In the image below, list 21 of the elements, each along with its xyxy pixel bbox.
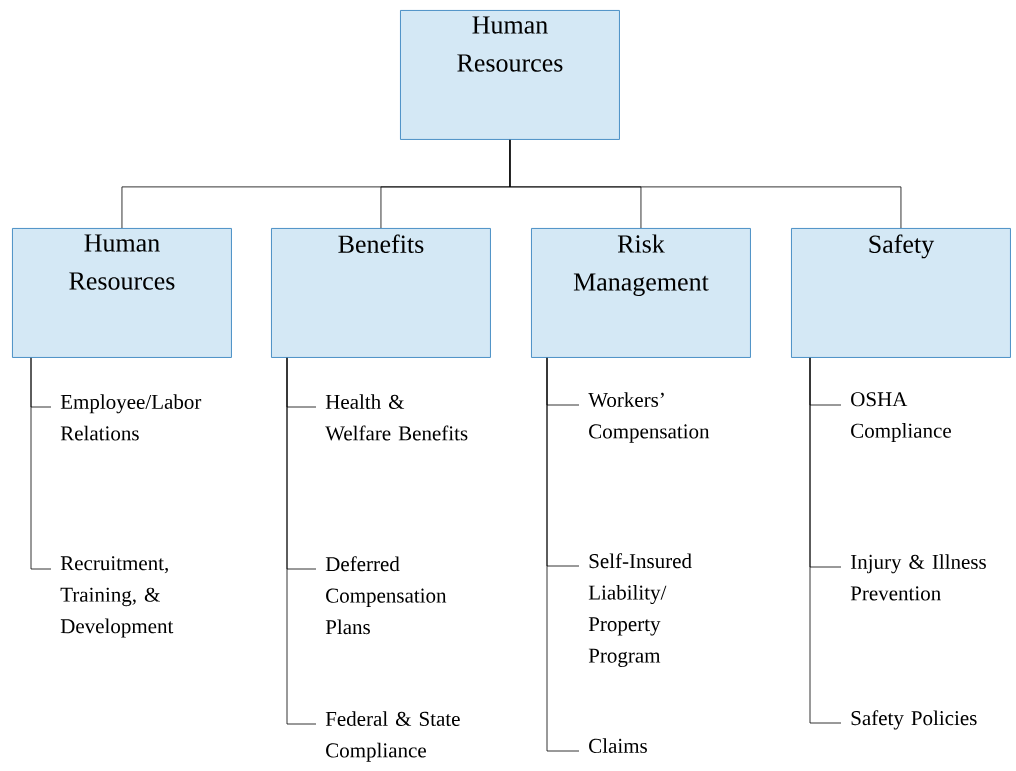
department-box: Human Resources (400, 10, 620, 140)
item-text: Safety Policies (851, 710, 977, 730)
connector-line (809, 357, 842, 724)
item-text: Employee/Labor Relations (60, 394, 202, 441)
item-text: Federal & State Compliance (325, 711, 460, 762)
item-text: Self-Insured Liability/ Property Program (588, 553, 692, 668)
connector-line (30, 357, 52, 570)
connector-line (546, 357, 580, 752)
department-box: Human Resources (12, 228, 232, 358)
item-text: OSHA Compliance (851, 392, 951, 443)
item-text: Workers’ Compensation (588, 392, 710, 443)
item-text: Claims (589, 738, 647, 753)
item-text: Injury & Illness Prevention (850, 554, 986, 601)
item-text: Recruitment, Training, & Development (60, 556, 174, 638)
connector-line (286, 357, 317, 725)
department-box: Safety (791, 228, 1011, 358)
department-box: Benefits (271, 228, 491, 358)
item-text: Deferred Compensation Plans (325, 556, 447, 635)
department-box: Risk Management (531, 228, 751, 358)
item-text: Health & Welfare Benefits (325, 394, 468, 441)
connector-line (509, 139, 902, 229)
